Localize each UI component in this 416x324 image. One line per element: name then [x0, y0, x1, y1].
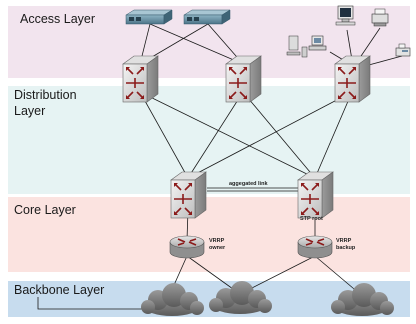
workstation-icon — [301, 35, 327, 58]
vrrp-backup-label-line2: backup — [336, 245, 356, 251]
distribution-layer-label-line1: Distribution — [14, 88, 77, 102]
multilayer-switch-icon — [297, 171, 334, 219]
backbone-layer-label: Backbone Layer — [14, 283, 105, 297]
aggregated-link-label: aggegated link — [229, 181, 268, 187]
multilayer-switch-icon — [170, 171, 207, 219]
firewall-appliance-icon — [183, 9, 231, 25]
connection-lines — [37, 23, 403, 310]
printer-icon — [371, 8, 389, 27]
cloud-icon — [331, 283, 394, 316]
vrrp-backup-label-line1: VRRP — [336, 238, 352, 244]
stp-root-label: STP root — [300, 216, 323, 222]
desktop-pc-icon — [286, 35, 301, 56]
distribution-layer-band — [8, 86, 410, 194]
fax-icon — [395, 43, 411, 57]
core-layer-band — [8, 197, 410, 272]
router-icon — [297, 235, 333, 259]
multilayer-switch-icon — [122, 55, 159, 103]
distribution-layer-label-line2: Layer — [14, 104, 46, 118]
firewall-appliance-icon — [125, 9, 173, 25]
core-layer-label: Core Layer — [14, 203, 76, 217]
router-icon — [169, 235, 205, 259]
vrrp-owner-label-line2: owner — [209, 245, 226, 251]
multilayer-switch-icon — [334, 55, 371, 103]
monitor-icon — [335, 5, 356, 26]
access-layer-label: Access Layer — [20, 12, 96, 26]
multilayer-switch-icon — [225, 55, 262, 103]
cloud-icon — [141, 283, 204, 316]
cloud-icon — [209, 281, 272, 314]
vrrp-owner-label-line1: VRRP — [209, 238, 225, 244]
aggregated-link — [207, 187, 300, 192]
